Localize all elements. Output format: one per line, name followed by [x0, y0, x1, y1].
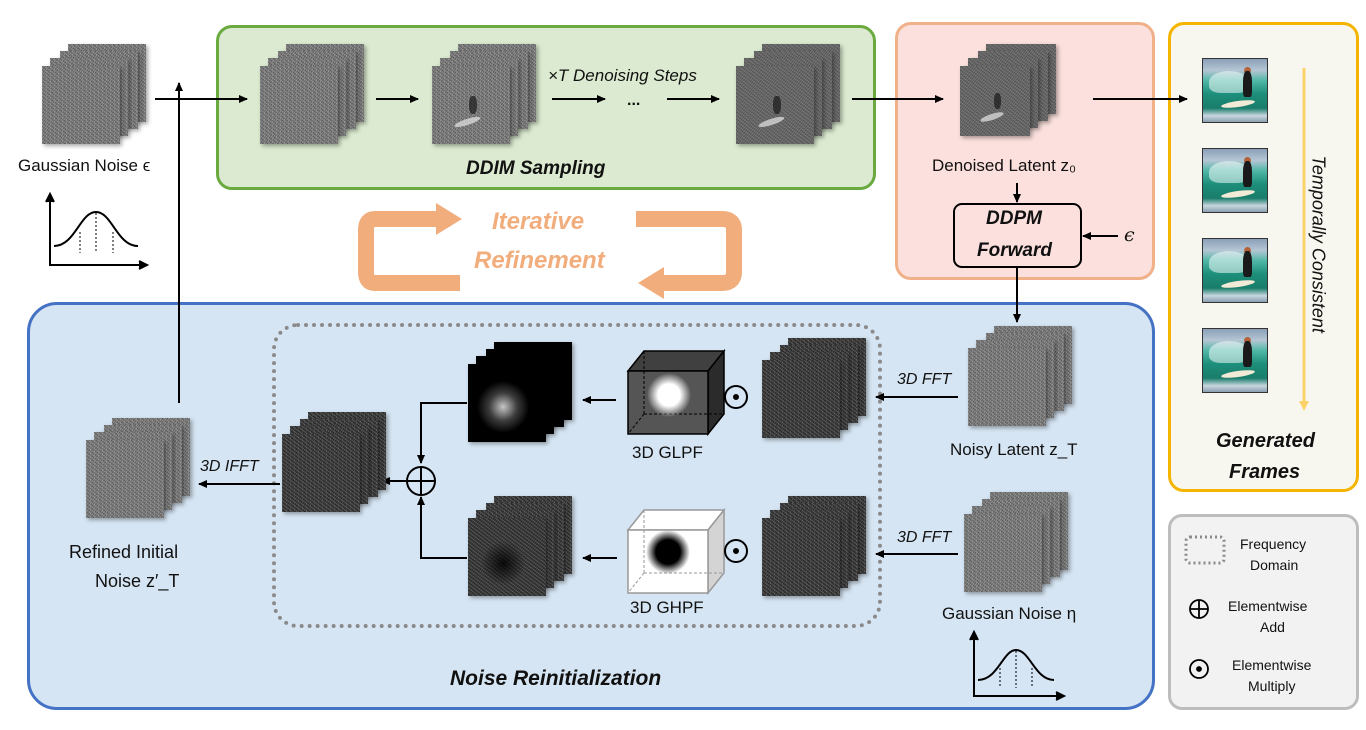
combined-freq-stack — [280, 412, 392, 516]
freq-gaussian-stack — [760, 496, 872, 600]
label-refined-noise-2: Noise z′_T — [95, 571, 180, 591]
legend-label-multiply-1: Elementwise — [1232, 657, 1312, 673]
label-ellipsis: ... — [627, 92, 641, 109]
iterative-refinement-arrows — [358, 211, 742, 291]
label-epsilon: ϵ — [1124, 224, 1135, 246]
line-high-to-add — [417, 496, 467, 559]
legend-label-domain: Domain — [1250, 557, 1299, 573]
glpf-sphere — [647, 373, 691, 417]
legend-add-icon — [1189, 599, 1209, 619]
legend-label-add-1: Elementwise — [1228, 598, 1308, 614]
gaussian-curve-icon-bottom — [969, 629, 1067, 701]
gaussian-curve-icon-top — [45, 191, 150, 270]
generated-frame-1 — [1202, 58, 1268, 123]
elementwise-add-operator — [406, 466, 436, 496]
noise-reinitialization-region — [27, 302, 1155, 710]
label-forward: Forward — [977, 240, 1052, 261]
generated-frame-3 — [1202, 238, 1268, 303]
label-gaussian-noise-eps: Gaussian Noise ϵ — [18, 156, 151, 175]
refinement-arrowhead-top — [436, 203, 462, 235]
label-generated: Generated — [1216, 430, 1315, 452]
legend-label-add-2: Add — [1260, 619, 1285, 635]
ddpm-forward-block — [953, 203, 1082, 268]
legend-label-multiply-2: Multiply — [1248, 678, 1296, 694]
label-ddim-sampling: DDIM Sampling — [466, 158, 606, 179]
generated-frame-4 — [1202, 328, 1268, 393]
label-refined-noise-1: Refined Initial — [69, 542, 179, 562]
label-gaussian-noise-eta: Gaussian Noise η — [942, 604, 1077, 623]
refined-noise-stack — [84, 418, 196, 522]
noisy-latent-stack — [966, 326, 1078, 430]
legend-label-frequency: Frequency — [1240, 536, 1307, 552]
ghpf-sphere — [646, 530, 690, 574]
ddim-step2-stack — [430, 44, 542, 148]
elementwise-multiply-operator-bottom — [724, 539, 748, 563]
ddim-step3-stack — [734, 44, 846, 148]
label-refinement: Refinement — [474, 247, 605, 274]
label-glpf: 3D GLPF — [632, 443, 703, 462]
low-freq-stack — [466, 342, 578, 446]
gaussian-noise-eps-stack — [40, 44, 152, 148]
frequency-domain-region — [272, 323, 882, 628]
label-iterative: Iterative — [492, 208, 585, 235]
line-low-to-add — [417, 402, 467, 464]
freq-noisy-stack — [760, 338, 872, 442]
label-denoised-latent: Denoised Latent z₀ — [932, 156, 1077, 175]
label-denoising-steps: ×T Denoising Steps — [548, 66, 697, 85]
label-ifft: 3D IFFT — [200, 458, 259, 475]
label-ddpm: DDPM — [986, 208, 1042, 229]
label-fft-bottom: 3D FFT — [897, 529, 952, 546]
label-temporally-consistent: Temporally Consistent — [1308, 155, 1329, 333]
gaussian-noise-eta-stack — [962, 492, 1074, 596]
generated-frame-2 — [1202, 148, 1268, 213]
legend-multiply-icon — [1189, 659, 1209, 679]
label-noisy-latent: Noisy Latent z_T — [950, 440, 1078, 459]
ddim-step1-stack — [258, 44, 370, 148]
high-freq-stack — [466, 496, 578, 600]
elementwise-multiply-operator-top — [724, 385, 748, 409]
label-frames: Frames — [1229, 461, 1301, 483]
label-fft-top: 3D FFT — [897, 371, 952, 388]
legend-dotted-box-icon — [1184, 535, 1226, 565]
denoised-latent-stack — [958, 44, 1070, 148]
refinement-arrowhead-bottom — [638, 267, 664, 299]
label-noise-reinitialization: Noise Reinitialization — [450, 667, 662, 690]
temporal-arrowhead — [1299, 401, 1309, 411]
label-ghpf: 3D GHPF — [630, 598, 704, 617]
